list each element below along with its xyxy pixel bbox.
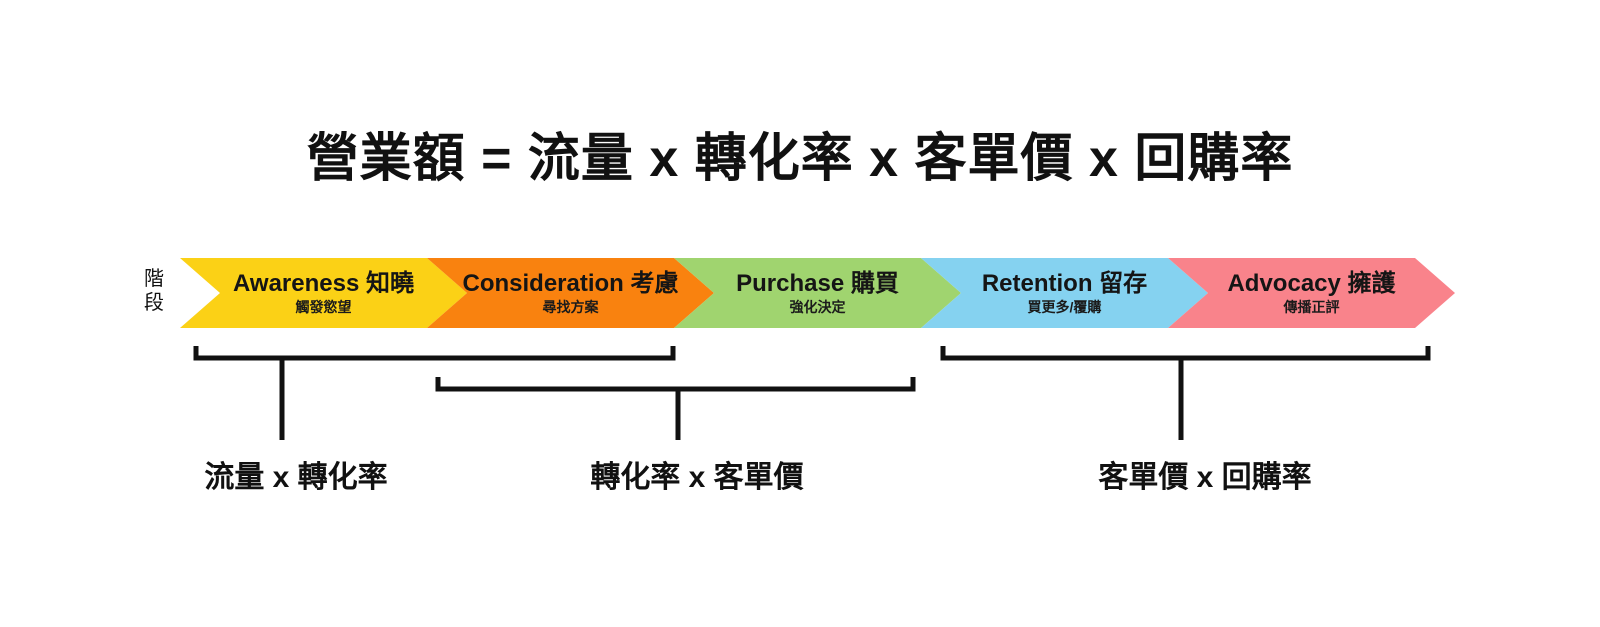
formula-group-2-label: 轉化率 x 客單價 [590, 461, 804, 494]
stage-consideration: Consideration 考慮 尋找方案 [427, 258, 714, 328]
bracket-2 [435, 377, 916, 392]
stage-subtitle: 尋找方案 [542, 299, 599, 316]
stage-axis-label: 階段 [144, 268, 164, 314]
page-title: 營業額 = 流量 x 轉化率 x 客單價 x 回購率 [306, 130, 1294, 188]
formula-group-3-label: 客單價 x 回購率 [1098, 461, 1312, 494]
stage-advocacy: Advocacy 擁護 傳播正評 [1168, 258, 1455, 328]
stage-subtitle: 傳播正評 [1283, 299, 1340, 316]
stage-subtitle: 觸發慾望 [295, 299, 352, 316]
stage-retention: Retention 留存 買更多/覆購 [921, 258, 1208, 328]
stage-name: Purchase 購買 [736, 269, 899, 297]
stage-name: Awareness 知曉 [233, 269, 414, 297]
stage-name: Advocacy 擁護 [1227, 269, 1396, 297]
stage-name: Retention 留存 [981, 269, 1148, 297]
bracket-1 [193, 346, 676, 361]
stage-name: Consideration 考慮 [462, 269, 679, 297]
stage-subtitle: 買更多/覆購 [1027, 299, 1102, 316]
stage-awareness: Awareness 知曉 觸發慾望 [180, 258, 467, 328]
bracket-3 [940, 346, 1431, 361]
formula-group-1-label: 流量 x 轉化率 [204, 461, 388, 494]
stage-purchase: Purchase 購買 強化決定 [674, 258, 961, 328]
funnel-chevron-row: Awareness 知曉 觸發慾望 Consideration 考慮 尋找方案 … [180, 258, 1415, 328]
stage-subtitle: 強化決定 [789, 299, 846, 316]
